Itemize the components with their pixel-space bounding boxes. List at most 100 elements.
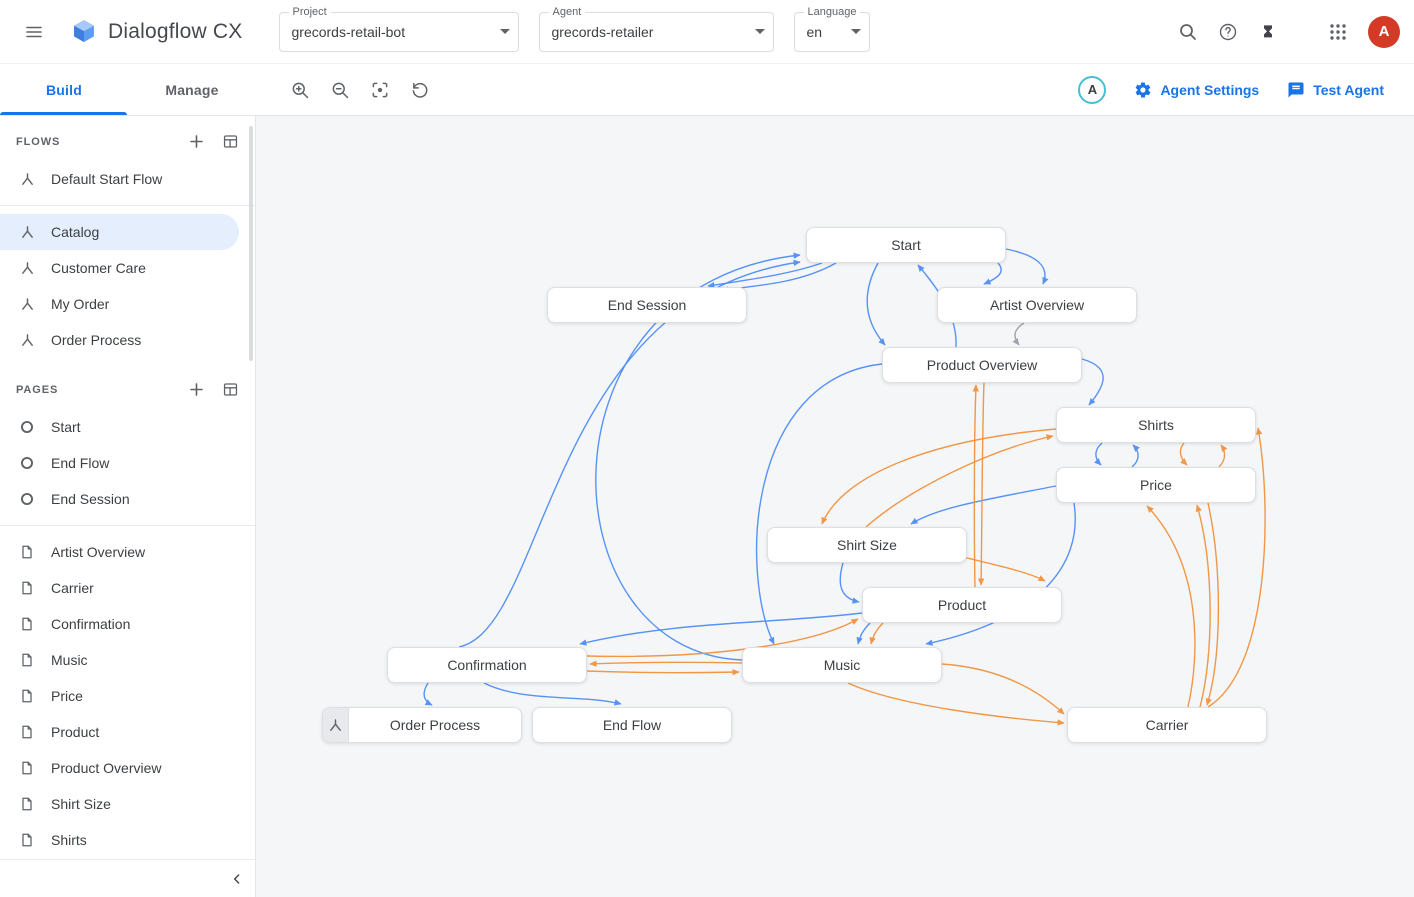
sidebar-flow-order-process[interactable]: Order Process — [0, 322, 255, 358]
app-title: Dialogflow CX — [108, 19, 243, 43]
page-icon — [18, 760, 36, 776]
table-view-icon[interactable] — [222, 381, 239, 398]
help-icon[interactable] — [1208, 12, 1248, 52]
zoom-out-icon[interactable] — [324, 74, 356, 106]
page-icon — [18, 616, 36, 632]
sidebar-flow-my-order[interactable]: My Order — [0, 286, 255, 322]
sidebar-page-end-session[interactable]: End Session — [0, 481, 255, 517]
tab-build[interactable]: Build — [0, 64, 128, 115]
edge-start-to-product-overview — [866, 262, 886, 346]
sidebar-page-confirmation[interactable]: Confirmation — [0, 606, 255, 642]
diagram-node-price[interactable]: Price — [1056, 467, 1256, 503]
apps-grid-icon[interactable] — [1318, 12, 1358, 52]
item-label: End Flow — [51, 455, 110, 471]
sidebar-collapse-bar — [0, 859, 255, 897]
chat-icon — [1287, 81, 1305, 99]
item-label: Price — [51, 688, 83, 704]
reset-view-icon[interactable] — [404, 74, 436, 106]
add-page-icon[interactable] — [187, 380, 206, 399]
circle-icon — [18, 419, 36, 435]
item-label: Shirt Size — [51, 796, 111, 812]
sidebar-flow-catalog[interactable]: Catalog — [0, 214, 239, 250]
diagram-node-label: Price — [1140, 477, 1172, 493]
pages-section-head: PAGES — [0, 358, 255, 409]
sidebar-page-shirt-size[interactable]: Shirt Size — [0, 786, 255, 822]
sidebar-flow-customer-care[interactable]: Customer Care — [0, 250, 255, 286]
sidebar-page-product[interactable]: Product — [0, 714, 255, 750]
agent-actions: A Agent Settings Test Agent — [1078, 64, 1384, 115]
page-icon — [18, 544, 36, 560]
project-select[interactable]: Project grecords-retail-bot — [278, 5, 519, 52]
build-manage-tabs: Build Manage — [0, 64, 256, 115]
item-label: My Order — [51, 296, 110, 312]
dropdown-arrow-icon — [499, 29, 510, 34]
item-label: Carrier — [51, 580, 94, 596]
table-view-icon[interactable] — [222, 133, 239, 150]
sidebar-page-end-flow[interactable]: End Flow — [0, 445, 255, 481]
edge-start-to-end-session — [707, 262, 823, 289]
edge-shirts-to-price — [1094, 442, 1103, 466]
edge-shirt-size-to-product — [839, 562, 860, 604]
diagram-node-label: End Session — [607, 297, 687, 313]
circle-icon — [18, 455, 36, 471]
diagram-node-label: Start — [891, 237, 921, 253]
test-agent-button[interactable]: Test Agent — [1287, 81, 1384, 99]
sidebar-page-artist-overview[interactable]: Artist Overview — [0, 534, 255, 570]
sidebar-page-music[interactable]: Music — [0, 642, 255, 678]
page-icon — [18, 580, 36, 596]
flow-icon — [18, 332, 36, 349]
diagram-node-shirt-size[interactable]: Shirt Size — [767, 527, 967, 563]
agent-select[interactable]: Agent grecords-retailer — [538, 5, 774, 52]
sidebar-page-start[interactable]: Start — [0, 409, 255, 445]
sidebar-page-shirts[interactable]: Shirts — [0, 822, 255, 858]
edge-shirt-size-to-shirts — [865, 434, 1054, 528]
zoom-in-icon[interactable] — [284, 74, 316, 106]
page-icon — [18, 724, 36, 740]
edge-shirts-to-price — [1179, 442, 1188, 466]
language-select[interactable]: Language en — [793, 5, 870, 52]
flow-icon — [18, 171, 36, 188]
diagram-node-end-session[interactable]: End Session — [547, 287, 747, 323]
diagram-node-order-process[interactable]: Order Process — [322, 707, 522, 743]
item-label: Shirts — [51, 832, 87, 848]
language-select-label: Language — [803, 5, 861, 19]
add-flow-icon[interactable] — [187, 132, 206, 151]
agent-settings-button[interactable]: Agent Settings — [1134, 81, 1259, 99]
project-select-label: Project — [288, 5, 331, 19]
edge-music-to-carrier — [847, 682, 1065, 726]
center-focus-icon[interactable] — [364, 74, 396, 106]
agent-settings-label: Agent Settings — [1160, 81, 1260, 98]
language-select-value: en — [806, 23, 823, 40]
diagram-node-label: Product — [937, 597, 987, 613]
gear-icon — [1134, 81, 1152, 99]
sidebar-scrollbar[interactable] — [249, 126, 253, 361]
environment-selectors: Project grecords-retail-bot Agent grecor… — [278, 5, 870, 52]
diagram-node-start[interactable]: Start — [806, 227, 1006, 263]
sidebar-flow-default-start-flow[interactable]: Default Start Flow — [0, 161, 255, 197]
search-icon[interactable] — [1168, 12, 1208, 52]
top-app-bar: Dialogflow CX Project grecords-retail-bo… — [0, 0, 1414, 64]
tab-manage[interactable]: Manage — [165, 81, 219, 98]
pending-icon[interactable] — [1248, 12, 1288, 52]
sidebar-page-product-overview[interactable]: Product Overview — [0, 750, 255, 786]
item-label: Artist Overview — [51, 544, 146, 560]
account-avatar[interactable]: A — [1368, 15, 1400, 48]
edge-shirts-to-shirt-size — [821, 428, 1057, 525]
diagram-node-carrier[interactable]: Carrier — [1067, 707, 1267, 743]
sidebar-page-price[interactable]: Price — [0, 678, 255, 714]
menu-icon[interactable] — [14, 12, 54, 52]
diagram-node-product-overview[interactable]: Product Overview — [882, 347, 1082, 383]
diagram-node-artist-overview[interactable]: Artist Overview — [937, 287, 1137, 323]
diagram-node-shirts[interactable]: Shirts — [1056, 407, 1256, 443]
item-label: Product — [51, 724, 100, 740]
diagram-node-product[interactable]: Product — [862, 587, 1062, 623]
dropdown-arrow-icon — [850, 29, 861, 34]
edge-carrier-to-price — [1195, 504, 1211, 708]
diagram-node-end-flow[interactable]: End Flow — [532, 707, 732, 743]
sidebar-page-carrier[interactable]: Carrier — [0, 570, 255, 606]
agent-version-badge[interactable]: A — [1078, 75, 1107, 104]
diagram-node-confirmation[interactable]: Confirmation — [387, 647, 587, 683]
diagram-node-music[interactable]: Music — [742, 647, 942, 683]
collapse-sidebar-icon[interactable] — [229, 871, 245, 887]
